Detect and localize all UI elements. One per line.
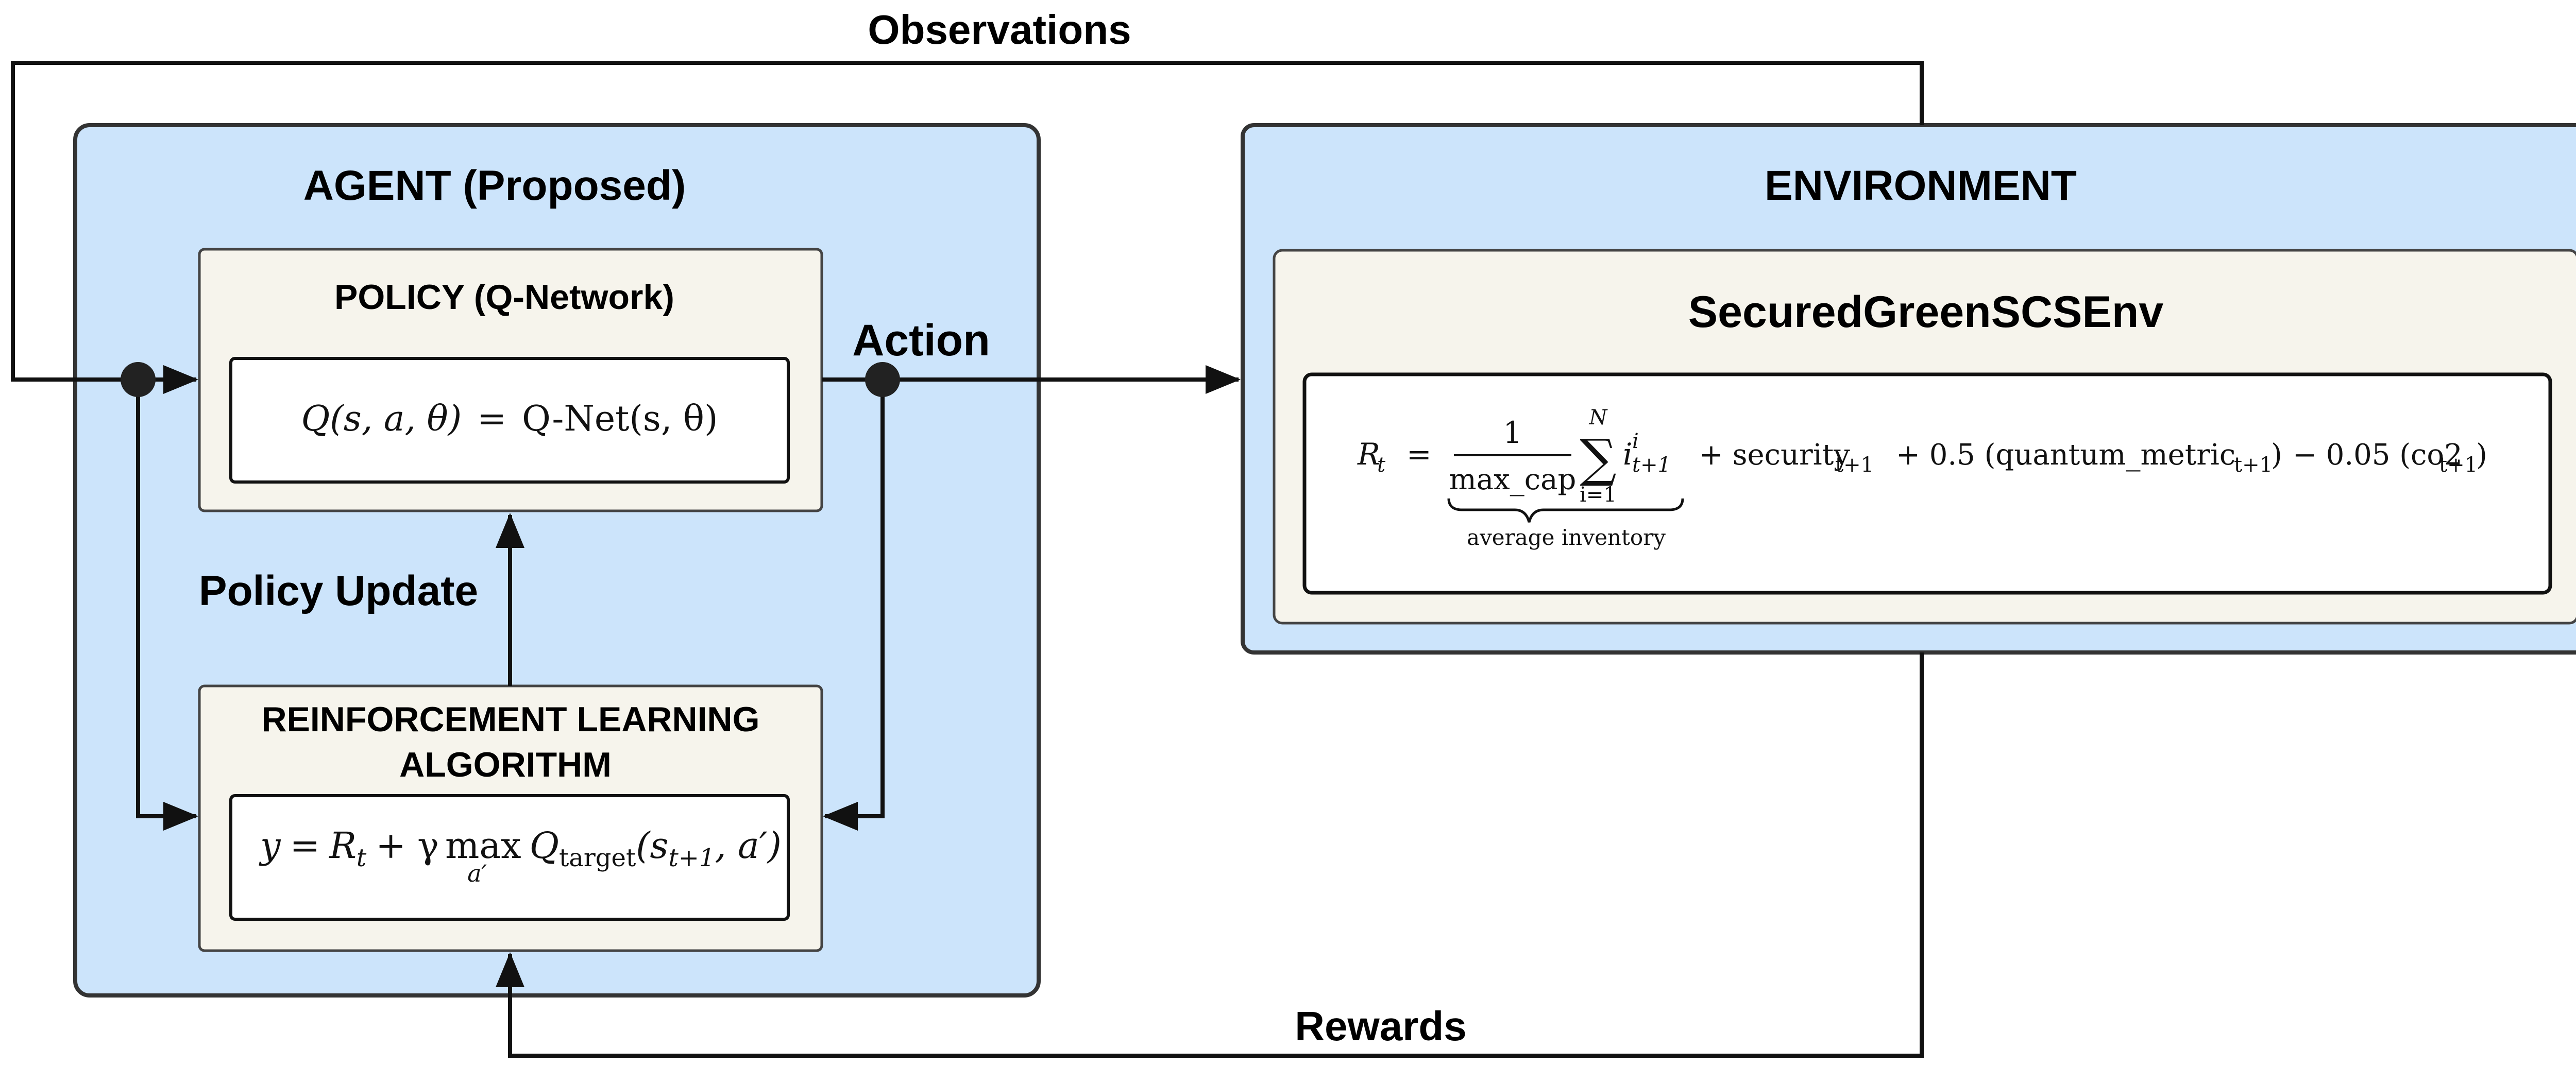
- svg-text:N: N: [1589, 406, 1608, 429]
- svg-text:∑: ∑: [1580, 428, 1616, 488]
- svg-text:1: 1: [1503, 415, 1522, 450]
- svg-text:+ security: + security: [1699, 438, 1850, 472]
- action-junction: [865, 362, 900, 397]
- env-class-name: SecuredGreenSCSEnv: [1688, 287, 2164, 337]
- rewards-label: Rewards: [1295, 1003, 1466, 1049]
- svg-text:t+1: t+1: [2439, 453, 2478, 477]
- svg-text:=: =: [1406, 437, 1432, 472]
- rewards-arrow: [496, 652, 1924, 1058]
- policy-formula-box: [229, 357, 790, 484]
- svg-text:t+1: t+1: [2234, 453, 2273, 477]
- obs-junction: [121, 362, 156, 397]
- rl-formula-box: [229, 794, 790, 921]
- reward-formula-box: [1302, 372, 2552, 595]
- reward-formula: R t = 1 max_cap ∑ N i=1 i i t+1 average …: [1357, 406, 2487, 550]
- policy-update-label: Policy Update: [199, 568, 478, 614]
- svg-text:t: t: [1377, 453, 1386, 477]
- environment-title: ENVIRONMENT: [1765, 162, 2077, 209]
- svg-text:average inventory: average inventory: [1467, 525, 1666, 550]
- obs-to-rl-arrow: [136, 380, 198, 831]
- agent-title: AGENT (Proposed): [303, 162, 686, 209]
- action-to-rl-arrow: [823, 380, 885, 831]
- svg-text:R: R: [1357, 437, 1380, 472]
- svg-text:i: i: [1623, 437, 1633, 472]
- svg-text:i=1: i=1: [1580, 483, 1617, 507]
- svg-text:+ 0.5 (quantum_metric: + 0.5 (quantum_metric: [1896, 438, 2235, 472]
- svg-text:max_cap: max_cap: [1449, 463, 1577, 496]
- svg-text:): ): [2271, 438, 2282, 472]
- svg-text:− 0.05 (co2: − 0.05 (co2: [2293, 438, 2463, 472]
- rl-title-line2: ALGORITHM: [399, 745, 612, 784]
- policy-title: POLICY (Q-Network): [334, 278, 674, 317]
- q-network-formula: Q(s, a, θ)=Q-Net(s, θ): [301, 399, 718, 439]
- svg-text:t+1: t+1: [1835, 453, 1874, 477]
- rl-title-line1: REINFORCEMENT LEARNING: [261, 700, 759, 739]
- svg-text:i: i: [1632, 429, 1639, 453]
- svg-text:): ): [2476, 438, 2487, 472]
- observations-label: Observations: [868, 7, 1131, 53]
- svg-text:t+1: t+1: [1632, 453, 1671, 477]
- observations-arrow: [11, 61, 1924, 394]
- action-label: Action: [852, 316, 990, 365]
- max-subscript: a′: [467, 859, 487, 887]
